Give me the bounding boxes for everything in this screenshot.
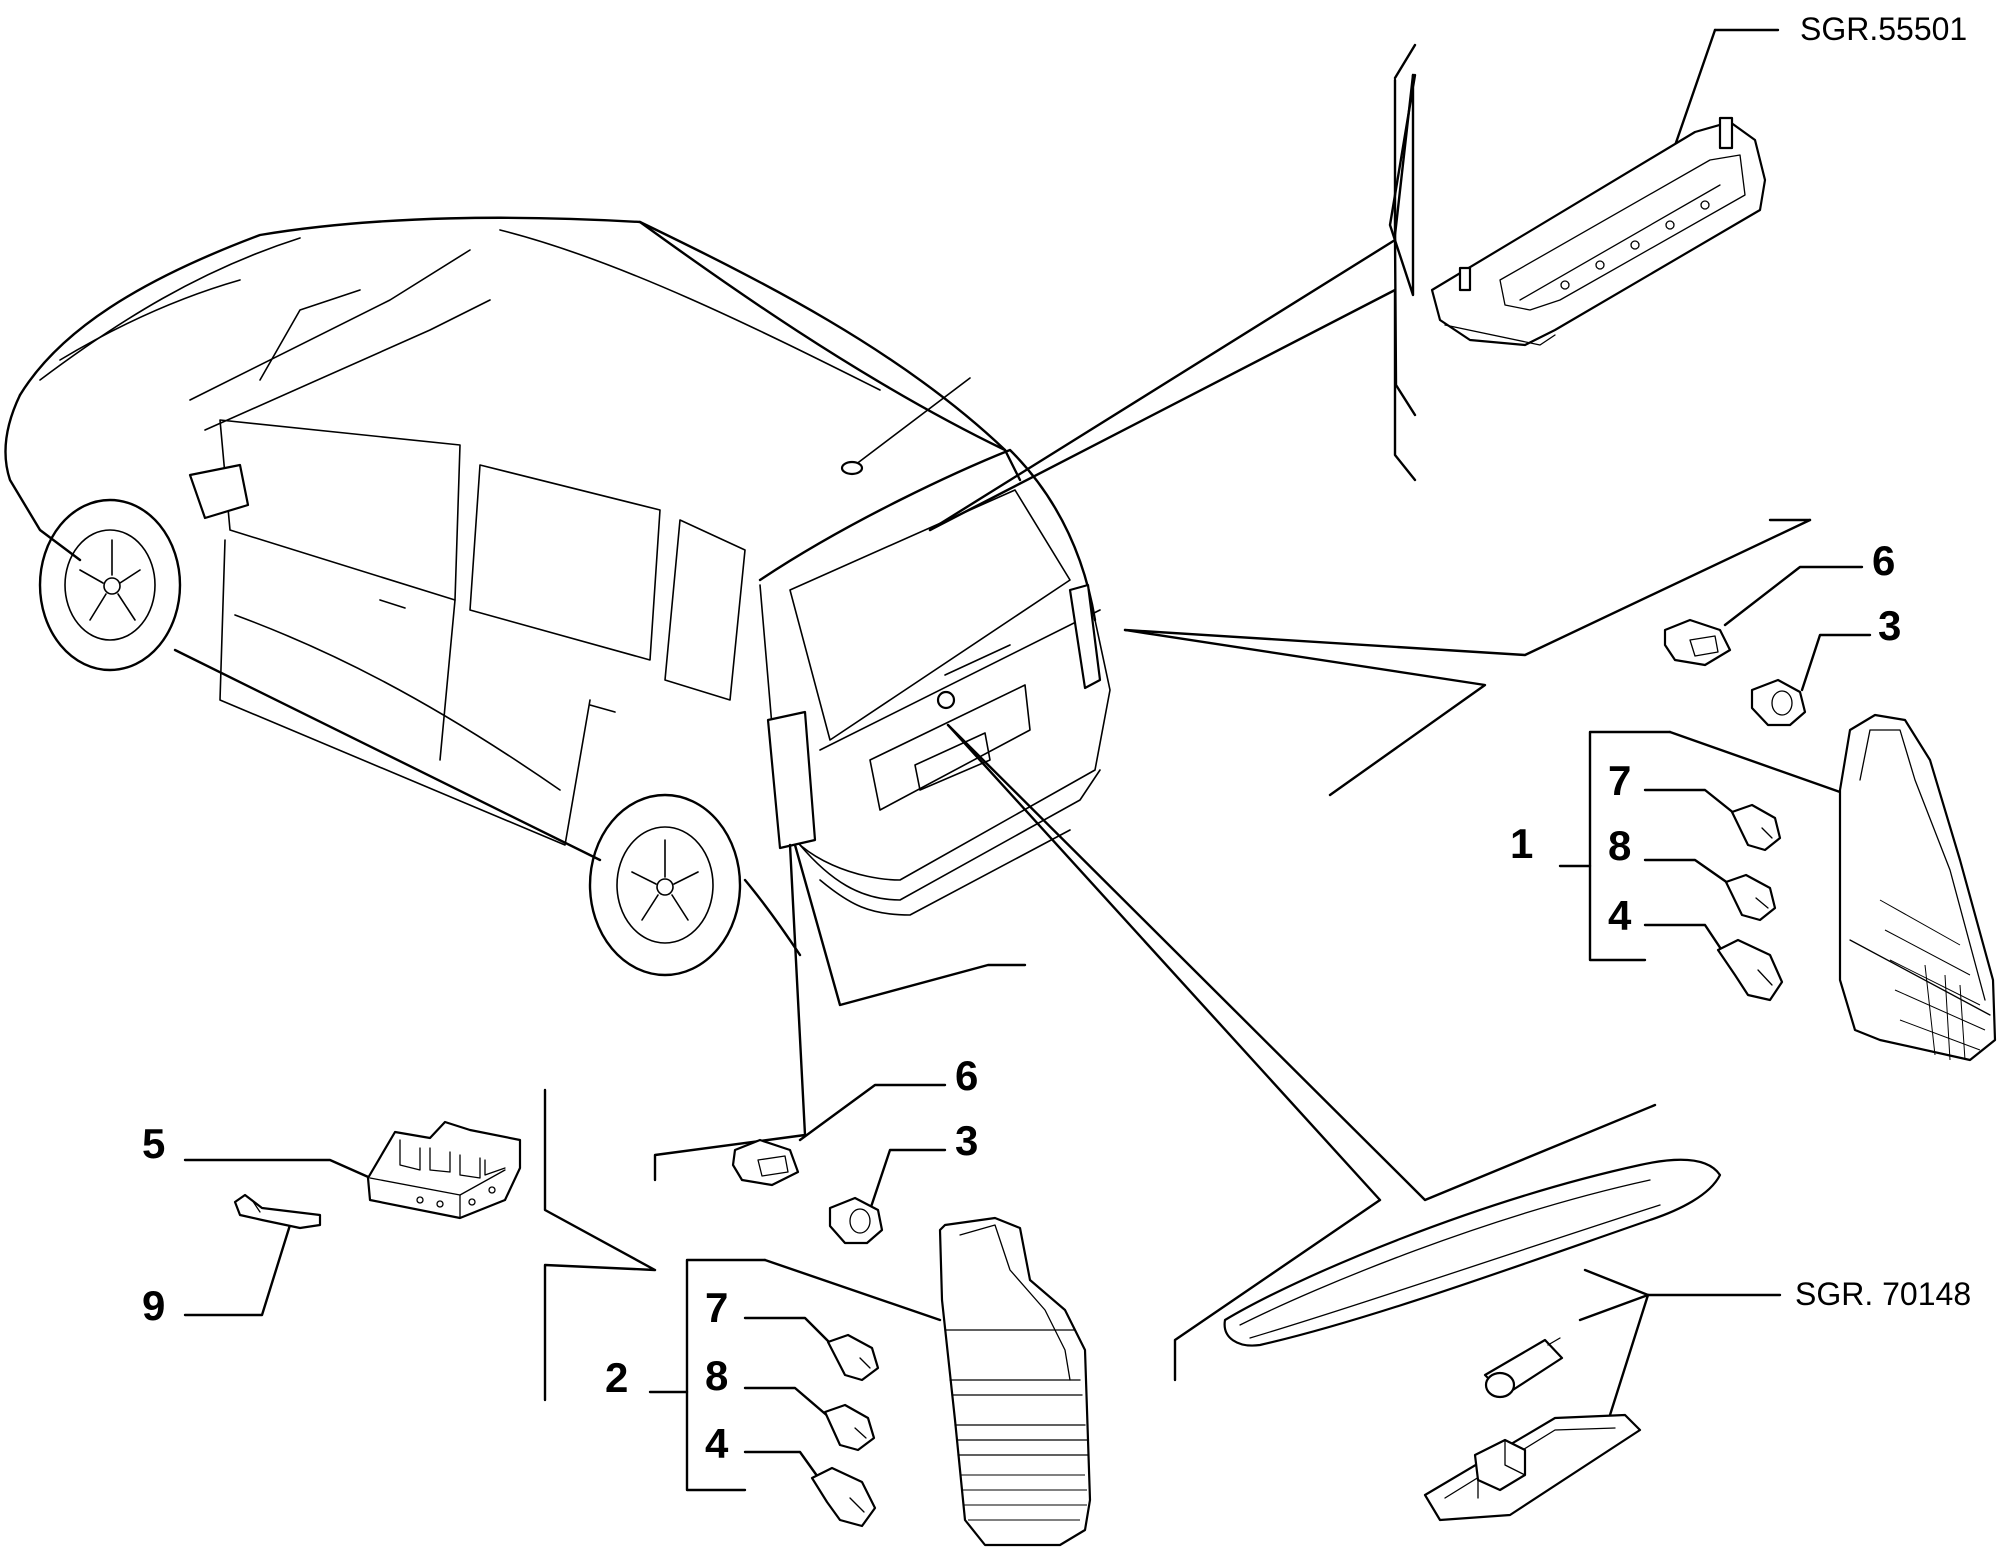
connector-group: 5 9: [142, 1120, 522, 1329]
callout-3-right: 3: [1878, 602, 1901, 649]
reference-code-top: SGR.55501: [1800, 11, 1967, 47]
nut-icon: [1750, 678, 1807, 727]
callout-1: 1: [1510, 820, 1533, 867]
plate-lamp-icon: [1423, 1413, 1642, 1522]
callout-5: 5: [142, 1120, 165, 1167]
bulb-8-icon: [1724, 873, 1777, 922]
third-brake-light-icon: [1430, 116, 1767, 347]
bulb-holder-icon: [1663, 618, 1732, 667]
callout-9: 9: [142, 1282, 165, 1329]
upper-brake-light-reference: SGR.55501: [928, 11, 1967, 532]
callout-4-left: 4: [705, 1420, 729, 1467]
callout-7-right: 7: [1608, 757, 1631, 804]
bulb-4-left-icon: [810, 1466, 877, 1528]
car-rear-view-illustration: [4, 216, 1111, 977]
right-tail-light-group: 6 3 1 7 8 4: [1123, 518, 1997, 1062]
callout-6-left: 6: [955, 1052, 978, 1099]
bulb-7-left-icon: [826, 1333, 880, 1382]
left-tail-light-group: 6 3 2 7 8 4: [543, 843, 1092, 1547]
bulb-4-icon: [1716, 938, 1784, 1002]
connector-block-icon: [366, 1120, 522, 1220]
terminal-icon: [233, 1193, 322, 1230]
nut-left-icon: [828, 1196, 884, 1245]
callout-6-right: 6: [1872, 537, 1895, 584]
bulb-8-left-icon: [823, 1403, 876, 1452]
left-tail-lamp-icon: [938, 1216, 1092, 1547]
festoon-bulb-icon: [1483, 1337, 1564, 1399]
callout-8-right: 8: [1608, 822, 1631, 869]
bulb-7-icon: [1730, 803, 1782, 852]
callout-2: 2: [605, 1354, 628, 1401]
right-tail-lamp-icon: [1838, 713, 1997, 1062]
reference-code-bottom: SGR. 70148: [1795, 1276, 1971, 1312]
license-plate-light-group: SGR. 70148: [946, 723, 1971, 1522]
rear-trim-bar-icon: [1223, 1158, 1722, 1347]
callout-4-right: 4: [1608, 892, 1632, 939]
callout-7-left: 7: [705, 1284, 728, 1331]
callout-8-left: 8: [705, 1352, 728, 1399]
bulb-holder-left-icon: [731, 1138, 800, 1187]
callout-3-left: 3: [955, 1117, 978, 1164]
